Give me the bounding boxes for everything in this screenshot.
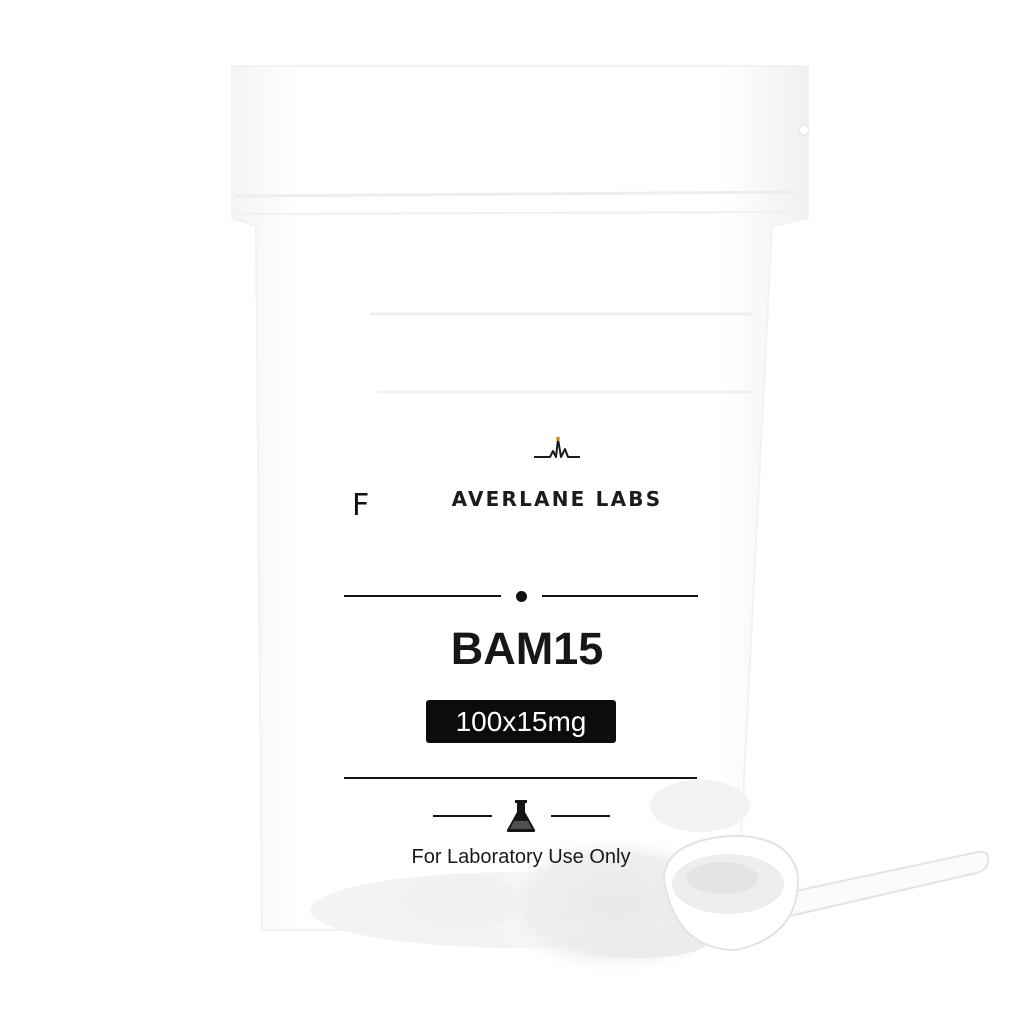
divider-left bbox=[344, 595, 501, 597]
divider-dot bbox=[516, 591, 527, 602]
dosage-badge: 100x15mg bbox=[426, 700, 616, 743]
zip-seal-lower bbox=[235, 211, 805, 215]
lab-flask-icon bbox=[506, 800, 536, 832]
flask-rule-left bbox=[433, 815, 492, 817]
partial-letter: F bbox=[352, 489, 369, 523]
powder-patch bbox=[650, 780, 750, 832]
divider-right bbox=[542, 595, 698, 597]
lab-use-note: For Laboratory Use Only bbox=[411, 846, 631, 868]
brand-name: AVERLANE LABS bbox=[451, 487, 663, 511]
zip-seal bbox=[235, 190, 805, 198]
powder-spill bbox=[400, 874, 520, 930]
waveform-peak-icon bbox=[534, 437, 580, 458]
flask-rule-right bbox=[551, 815, 610, 817]
divider-full bbox=[344, 777, 697, 779]
hang-hole bbox=[798, 124, 810, 136]
product-name: BAM15 bbox=[450, 623, 604, 674]
